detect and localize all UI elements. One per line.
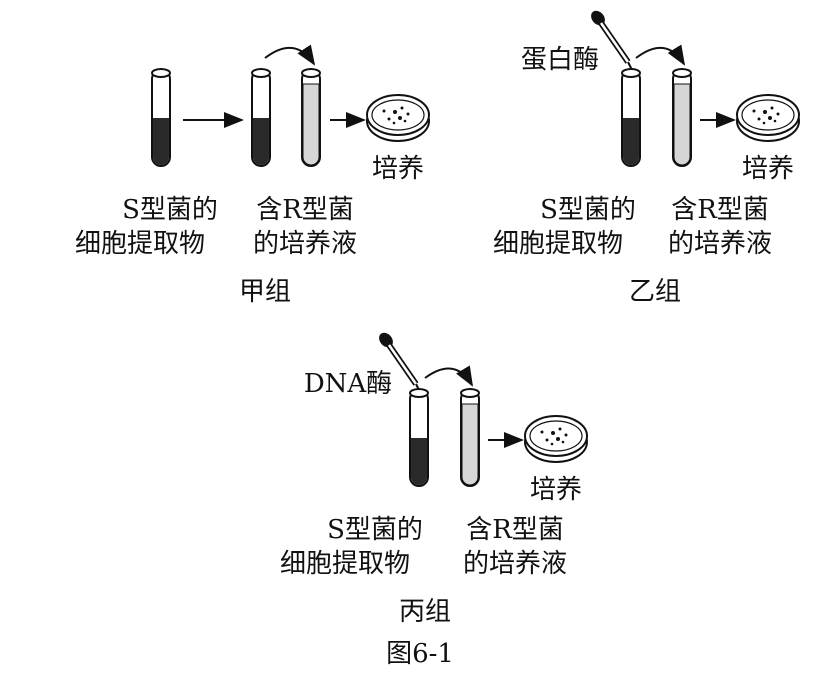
group-title: 乙组	[629, 277, 681, 307]
s-extract-tube	[621, 68, 641, 167]
r-culture-tube	[672, 68, 692, 167]
group-title: 丙组	[399, 597, 451, 627]
group-title: 甲组	[239, 277, 291, 307]
group-yi: 蛋白酶 培养 S型菌的 细胞提取物 含R型菌 的培养液 乙组	[493, 8, 800, 307]
group-jia: 培养 S型菌的 细胞提取物 含R型菌 的培养液 甲组	[75, 44, 430, 307]
dish-label: 培养	[372, 154, 424, 184]
petri-dish-icon	[736, 94, 800, 142]
extract-label: 细胞提取物	[75, 229, 205, 259]
petri-dish-icon	[366, 94, 430, 142]
extract-label: S型菌的	[327, 515, 423, 545]
dish-label: 培养	[742, 154, 794, 184]
extract-label: S型菌的	[122, 195, 218, 225]
culture-label: 的培养液	[463, 549, 567, 579]
s-extract-tube	[151, 68, 171, 167]
r-culture-tube	[301, 68, 321, 167]
curved-arrow-icon	[635, 44, 686, 66]
enzyme-label: 蛋白酶	[521, 45, 599, 75]
extract-label: S型菌的	[540, 195, 636, 225]
dish-label: 培养	[530, 475, 582, 505]
culture-label: 的培养液	[668, 229, 772, 259]
culture-label: 含R型菌	[671, 195, 769, 225]
culture-label: 含R型菌	[256, 195, 354, 225]
extract-label: 细胞提取物	[280, 549, 410, 579]
enzyme-label: DNA酶	[304, 369, 392, 399]
culture-label: 的培养液	[253, 229, 357, 259]
extract-label: 细胞提取物	[493, 229, 623, 259]
figure-caption: 图6-1	[386, 639, 454, 669]
curved-arrow-icon	[424, 365, 474, 387]
r-culture-tube	[460, 388, 480, 487]
petri-dish-icon	[524, 415, 588, 463]
group-bing: DNA酶 培养 S型菌的 细胞提取物 含R型菌 的培养液 丙组	[280, 330, 588, 627]
s-extract-tube	[409, 388, 429, 487]
curved-arrow-icon	[264, 44, 316, 66]
s-extract-tube	[251, 68, 271, 167]
culture-label: 含R型菌	[466, 515, 564, 545]
